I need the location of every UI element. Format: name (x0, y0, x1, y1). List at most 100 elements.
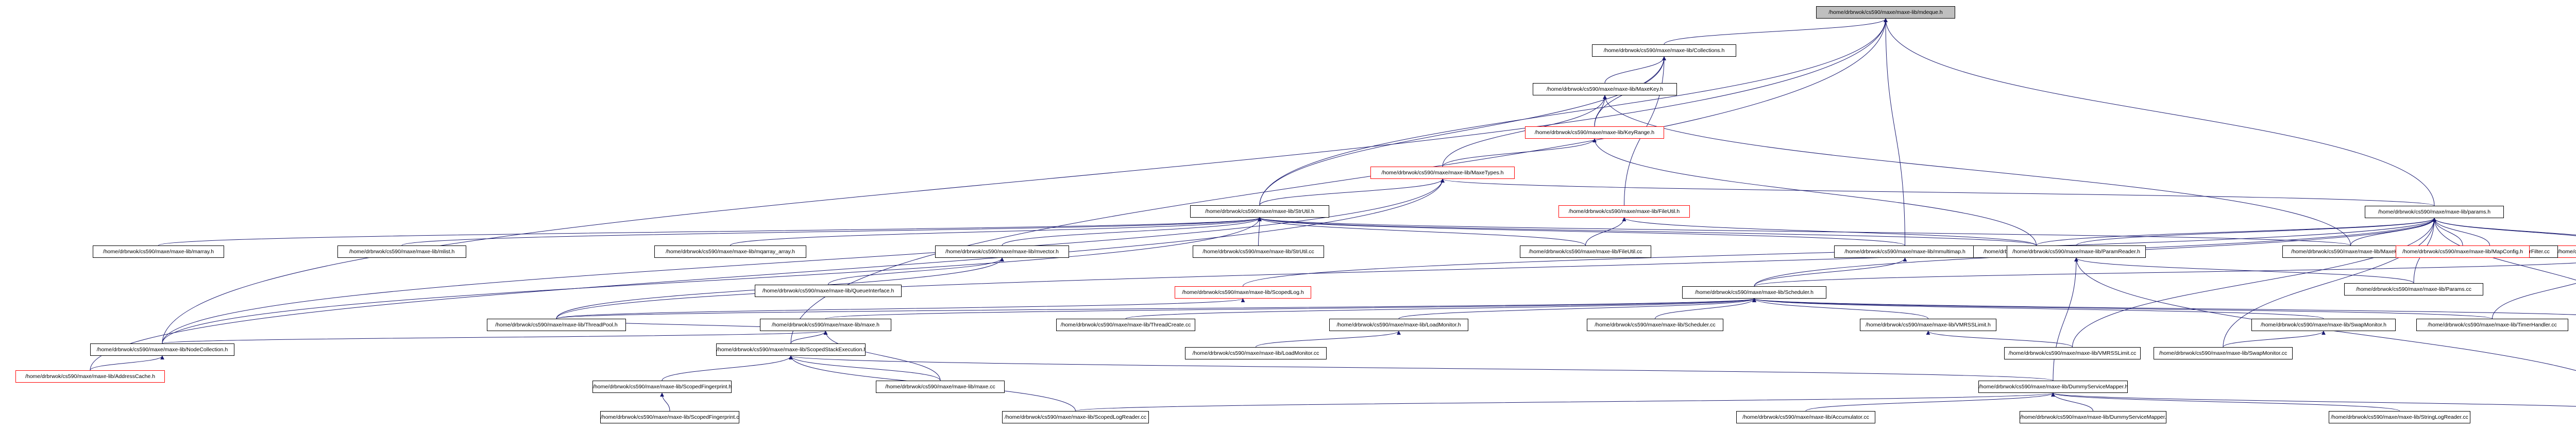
edge-collectionsh-maxekeyh (1604, 56, 1666, 84)
edge-paramsh-numbergenh (2432, 218, 2576, 236)
graph-node-marrayh[interactable]: /home/drbrwok/cs590/maxe/maxe-lib/marray… (93, 245, 224, 258)
edge-strutilh-strutilcc (1257, 217, 1262, 246)
edge-strutilh-logcc (1258, 217, 2037, 246)
edge-numbergenh-timerhandlercc (2492, 283, 2576, 319)
graph-node-nodecollectionh[interactable]: /home/drbrwok/cs590/maxe/maxe-lib/NodeCo… (90, 343, 234, 356)
edge-dummyservicemapperh-paramreadercc (2051, 392, 2576, 407)
graph-node-maxetypesh[interactable]: /home/drbrwok/cs590/maxe/maxe-lib/MaxeTy… (1370, 167, 1515, 179)
edge-scopedfingerprinth-scopedfingerprintcc (660, 392, 670, 412)
graph-node-mqarrayh[interactable]: /home/drbrwok/cs590/maxe/maxe-lib/mqarra… (654, 245, 806, 258)
graph-node-dummyservicemapperh[interactable]: /home/drbrwok/cs590/maxe/maxe-lib/DummyS… (1978, 381, 2128, 393)
graph-node-mmultimaph[interactable]: /home/drbrwok/cs590/maxe/maxe-lib/mmulti… (1834, 245, 1976, 258)
edge-strutilh-marrayh (158, 217, 1262, 246)
graph-node-queueinterfaceh[interactable]: /home/drbrwok/cs590/maxe/maxe-lib/QueueI… (755, 285, 902, 297)
graph-node-fileutilcc[interactable]: /home/drbrwok/cs590/maxe/maxe-lib/FileUt… (1520, 245, 1651, 258)
graph-node-scopedfingerprinth[interactable]: /home/drbrwok/cs590/maxe/maxe-lib/Scoped… (592, 381, 732, 393)
graph-node-mvectorh[interactable]: /home/drbrwok/cs590/maxe/maxe-lib/mvecto… (935, 245, 1069, 258)
graph-node-swapmonitorh[interactable]: /home/drbrwok/cs590/maxe/maxe-lib/SwapMo… (2251, 319, 2396, 331)
edge-fileutilh-fileutilcc (1585, 217, 1626, 246)
edge-strutilh-mmultimaph (1258, 217, 1905, 246)
edge-mdequeh-paramsh (1884, 18, 2435, 206)
edge-paramreaderh-dummyservicemapperh (2053, 257, 2078, 381)
edge-schedulerh-timerhandlercc (1752, 298, 2493, 319)
edge-paramsh-logcc (2036, 218, 2436, 246)
graph-node-maxeh[interactable]: /home/drbrwok/cs590/maxe/maxe-lib/maxe.h (760, 319, 891, 331)
graph-node-mapconfigh[interactable]: /home/drbrwok/cs590/maxe/maxe-lib/MapCon… (2396, 245, 2530, 258)
graph-node-paramreaderh[interactable]: /home/drbrwok/cs590/maxe/maxe-lib/ParamR… (2007, 245, 2146, 258)
graph-node-keyrangeh[interactable]: /home/drbrwok/cs590/maxe/maxe-lib/KeyRan… (1525, 126, 1664, 139)
graph-node-timerhandlercc[interactable]: /home/drbrwok/cs590/maxe/maxe-lib/TimerH… (2416, 319, 2568, 331)
edge-paramreaderh-paramscc (2074, 257, 2414, 284)
graph-node-vmrsslimitcc[interactable]: /home/drbrwok/cs590/maxe/maxe-lib/VMRSSL… (2004, 347, 2141, 359)
graph-node-vmrsslimith[interactable]: /home/drbrwok/cs590/maxe/maxe-lib/VMRSSL… (1860, 319, 1996, 331)
graph-node-schedulercc[interactable]: /home/drbrwok/cs590/maxe/maxe-lib/Schedu… (1587, 319, 1723, 331)
edge-maxekeyh-maxetypesh (1442, 95, 1607, 167)
edge-scopedstackexech-maxecc (789, 355, 941, 381)
edge-scopedstackexech-scopedfingerprinth (662, 355, 793, 381)
edge-schedulerh-loadmonitorh (1398, 298, 1756, 319)
edge-strutilh-mqarrayh (730, 217, 1262, 246)
edge-paramsh-swapmonitorcc (2223, 218, 2436, 348)
graph-node-scopedlogh[interactable]: /home/drbrwok/cs590/maxe/maxe-lib/Scoped… (1175, 286, 1311, 299)
graph-node-paramsh[interactable]: /home/drbrwok/cs590/maxe/maxe-lib/params… (2365, 206, 2504, 218)
graph-node-strutilcc[interactable]: /home/drbrwok/cs590/maxe/maxe-lib/StrUti… (1193, 245, 1324, 258)
graph-node-scopedfingerprintcc[interactable]: /home/drbrwok/cs590/maxe/maxe-lib/Scoped… (600, 411, 739, 423)
edge-vmrsslimith-vmrsslimitcc (1926, 331, 2073, 348)
graph-node-dummyservicemappercc[interactable]: /home/drbrwok/cs590/maxe/maxe-lib/DummyS… (2020, 411, 2166, 423)
graph-node-fileutilh[interactable]: /home/drbrwok/cs590/maxe/maxe-lib/FileUt… (1558, 205, 1690, 218)
graph-node-strutilh[interactable]: /home/drbrwok/cs590/maxe/maxe-lib/StrUti… (1190, 205, 1329, 218)
graph-node-schedulerh[interactable]: /home/drbrwok/cs590/maxe/maxe-lib/Schedu… (1682, 286, 1826, 299)
graph-node-threadpoolh[interactable]: /home/drbrwok/cs590/maxe/maxe-lib/Thread… (487, 319, 626, 331)
edge-mdequeh-scopedstackexech (790, 18, 1888, 344)
edge-paramsh-utilcc (2432, 218, 2576, 236)
edge-mdequeh-nodecollectionh (162, 18, 1888, 344)
edge-maxeh-scopedstackexech (790, 331, 828, 344)
edge-mdequeh-collectionsh (1664, 18, 1888, 45)
graph-node-mlisth[interactable]: /home/drbrwok/cs590/maxe/maxe-lib/mlist.… (337, 245, 466, 258)
graph-node-mdequeh[interactable]: /home/drbrwok/cs590/maxe/maxe-lib/mdeque… (1816, 6, 1955, 19)
edge-maxetypesh-strutilh (1259, 178, 1445, 206)
graph-node-maxecc[interactable]: /home/drbrwok/cs590/maxe/maxe-lib/maxe.c… (876, 381, 1005, 393)
edge-strutilh-nodecollectionh (162, 217, 1262, 344)
edge-mvectorh-queueinterfaceh (828, 257, 1004, 285)
edge-paramsh-addrfiltercc (2432, 218, 2490, 246)
edge-strutilh-mlisth (401, 217, 1262, 246)
edge-paramsh-vmrsslimitcc (2072, 218, 2436, 348)
edge-schedulerh-threadcreatecc (1125, 298, 1756, 319)
edge-schedulerh-maxeh (825, 298, 1756, 319)
edge-dummyservicemapperh-scopedlogreadercc (1075, 392, 2055, 412)
edge-schedulerh-schedulercc (1655, 298, 1756, 319)
edge-fileutilh-logcc (1622, 217, 2037, 246)
edge-scopedstackexech-dummyservicemapperh (789, 355, 2054, 381)
graph-node-collectionsh[interactable]: /home/drbrwok/cs590/maxe/maxe-lib/Collec… (1592, 44, 1736, 57)
edge-dummyservicemapperh-accumulatorcc (1805, 392, 2055, 412)
graph-node-scopedlogreadercc[interactable]: /home/drbrwok/cs590/maxe/maxe-lib/Scoped… (1002, 411, 1149, 423)
edge-schedulerh-threadpoolh (556, 298, 1756, 319)
edge-maxeh-maxecc (823, 331, 941, 381)
graph-node-accumulatorcc[interactable]: /home/drbrwok/cs590/maxe/maxe-lib/Accumu… (1736, 411, 1875, 423)
graph-node-scopedstackexech[interactable]: /home/drbrwok/cs590/maxe/maxe-lib/Scoped… (716, 343, 866, 356)
graph-node-addresscacheh[interactable]: /home/drbrwok/cs590/maxe/maxe-lib/Addres… (15, 370, 165, 383)
edge-mdequeh-mmultimaph (1884, 18, 1905, 246)
edge-maxekeyh-keyrangeh (1594, 95, 1607, 127)
edge-paramsh-threadpoolh (556, 218, 2436, 319)
graph-node-stringlogreadercc[interactable]: /home/drbrwok/cs590/maxe/maxe-lib/String… (2329, 411, 2470, 423)
graph-node-threadcreatecc[interactable]: /home/drbrwok/cs590/maxe/maxe-lib/Thread… (1056, 319, 1195, 331)
graph-node-swapmonitorcc[interactable]: /home/drbrwok/cs590/maxe/maxe-lib/SwapMo… (2154, 347, 2293, 359)
graph-node-loadmonitorcc[interactable]: /home/drbrwok/cs590/maxe/maxe-lib/LoadMo… (1185, 347, 1327, 359)
edge-maxeh-nodecollectionh (162, 331, 827, 344)
graph-node-maxekeyh[interactable]: /home/drbrwok/cs590/maxe/maxe-lib/MaxeKe… (1533, 83, 1677, 95)
edge-loadmonitorh-loadmonitorcc (1256, 331, 1401, 348)
edge-numbergenh-schedulerh (1754, 262, 2576, 287)
edge-mmultimaph-schedulerh (1754, 257, 1907, 287)
graph-node-paramscc[interactable]: /home/drbrwok/cs590/maxe/maxe-lib/Params… (2344, 283, 2483, 296)
graph-node-loadmonitorh[interactable]: /home/drbrwok/cs590/maxe/maxe-lib/LoadMo… (1329, 319, 1468, 331)
edge-swapmonitorh-swapmonitorcc (2223, 331, 2326, 348)
edge-schedulerh-cryptoutilcc (1752, 298, 2576, 315)
edge-strutilh-mvectorh (1002, 217, 1262, 246)
edge-maxetypesh-addresscacheh (90, 178, 1445, 371)
edge-schedulerh-vmrsslimith (1752, 298, 1928, 319)
edge-paramsh-mapconfigh (2432, 218, 2463, 246)
